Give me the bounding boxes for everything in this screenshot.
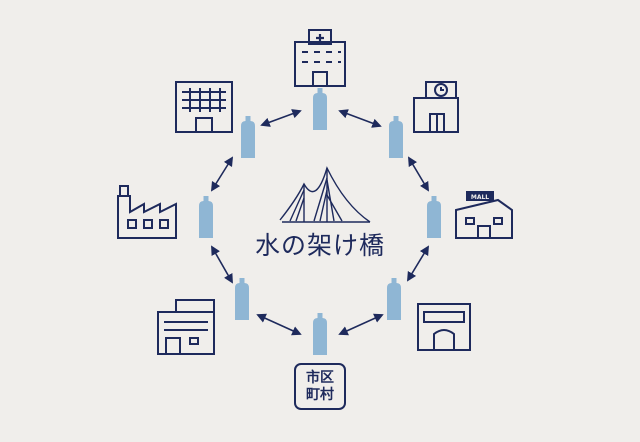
water-bottle-icon xyxy=(427,196,441,238)
apartment-icon xyxy=(157,299,215,355)
city-office-label: 市区 町村 xyxy=(297,370,343,404)
arrow-1 xyxy=(260,109,302,127)
center-title: 水の架け橋 xyxy=(254,231,385,260)
school-clock-icon xyxy=(413,81,459,133)
arrows xyxy=(210,109,429,336)
water-bottle-icon xyxy=(389,116,403,158)
mall-sign-text: MALL xyxy=(471,194,489,201)
city-office-icon xyxy=(294,363,346,410)
factory-icon xyxy=(117,185,177,239)
city-office-label-line1: 市区 xyxy=(306,370,334,386)
water-bottle-icon xyxy=(387,278,401,320)
water-bottle-icon xyxy=(235,278,249,320)
hospital-icon xyxy=(294,29,346,87)
arrow-5 xyxy=(338,313,384,336)
bridge-logo-icon xyxy=(279,166,371,223)
arrow-2 xyxy=(338,109,382,128)
water-bottle-icon xyxy=(313,88,327,130)
water-bottle-icon xyxy=(241,116,255,158)
store-icon xyxy=(417,303,471,351)
mall-icon xyxy=(455,191,513,239)
arrow-8 xyxy=(210,156,234,192)
water-bottle-icon xyxy=(313,313,327,355)
arrow-3 xyxy=(408,156,429,192)
water-bottle-icon xyxy=(199,196,213,238)
arrow-4 xyxy=(407,245,429,282)
city-office-label-line2: 町村 xyxy=(306,387,334,403)
arrow-6 xyxy=(256,313,302,336)
office-building-icon xyxy=(175,81,233,133)
arrow-7 xyxy=(211,245,233,284)
